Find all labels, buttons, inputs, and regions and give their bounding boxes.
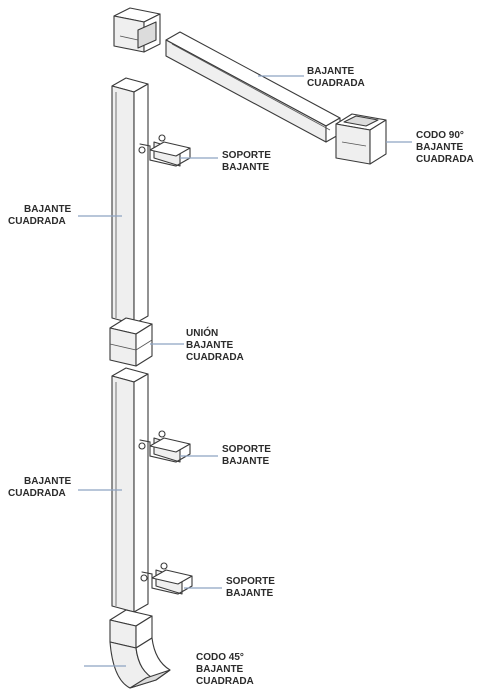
label-bajante-top: BAJANTE CUADRADA [307, 66, 365, 89]
label-union: UNIÓN BAJANTE CUADRADA [186, 326, 244, 363]
leader-lines [78, 75, 412, 667]
label-bajante-lower: BAJANTE CUADRADA [8, 476, 74, 499]
upper-vertical-downpipe [111, 77, 149, 325]
label-soporte-1: SOPORTE BAJANTE [222, 150, 274, 173]
label-bajante-upper: BAJANTE CUADRADA [8, 204, 74, 227]
callout-labels: BAJANTE CUADRADA CODO 90° BAJANTE CUADRA… [8, 66, 474, 687]
label-soporte-2: SOPORTE BAJANTE [222, 444, 274, 467]
pipe-bracket-2 [138, 430, 191, 463]
elbow-45-piece [109, 609, 171, 689]
label-codo-90: CODO 90° BAJANTE CUADRADA [416, 130, 474, 165]
label-soporte-3: SOPORTE BAJANTE [226, 576, 278, 599]
pipe-bracket-3 [140, 562, 193, 595]
top-elbow-piece [113, 7, 161, 53]
pipe-union-coupling [109, 317, 153, 367]
pipe-bracket-1 [138, 134, 191, 167]
elbow-90-piece [335, 113, 387, 165]
label-codo-45: CODO 45° BAJANTE CUADRADA [196, 652, 254, 687]
lower-vertical-downpipe [111, 367, 149, 613]
